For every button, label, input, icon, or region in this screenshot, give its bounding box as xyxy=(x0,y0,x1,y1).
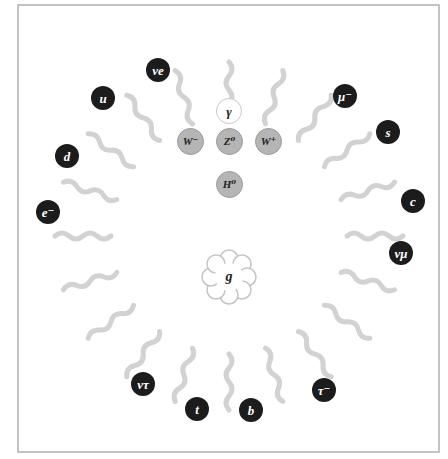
lepton-circle: τ⁻ xyxy=(312,378,336,402)
particle-symbol: τ⁻ xyxy=(318,384,331,397)
particle-symbol: γ xyxy=(226,105,231,118)
particle-symbol: c xyxy=(410,195,416,208)
boson-circle: W⁺ xyxy=(255,128,282,155)
lepton-circle: e⁻ xyxy=(36,200,60,224)
boson-circle: H⁰ xyxy=(216,171,243,198)
particle-symbol: νe xyxy=(152,64,164,77)
particle-symbol: W⁺ xyxy=(261,136,277,147)
particle-symbol: g xyxy=(226,270,233,284)
particle-symbol: s xyxy=(385,126,390,139)
particle-symbol: Z⁰ xyxy=(224,136,236,147)
particle-symbol: t xyxy=(195,403,199,416)
quark-circle: t xyxy=(185,397,209,421)
quark-circle: b xyxy=(239,398,263,422)
gluon-flower xyxy=(202,250,256,304)
quark-circle: c xyxy=(401,189,425,213)
lepton-circle: νμ xyxy=(389,241,413,265)
lepton-circle: μ⁻ xyxy=(333,84,357,108)
gluon-label: g xyxy=(217,265,241,289)
particle-symbol: W⁻ xyxy=(183,136,199,147)
frame xyxy=(18,5,439,452)
particle-symbol: b xyxy=(248,404,255,417)
particle-symbol: ντ xyxy=(137,378,149,391)
particle-symbol: μ⁻ xyxy=(338,90,352,103)
particle-symbol: νμ xyxy=(395,247,408,260)
lepton-circle: νe xyxy=(146,58,170,82)
particle-symbol: e⁻ xyxy=(42,206,55,219)
wavy-lines xyxy=(55,62,403,410)
lepton-circle: ντ xyxy=(131,372,155,396)
particle-symbol: u xyxy=(99,92,106,105)
boson-circle: γ xyxy=(216,98,242,124)
particle-symbol: H⁰ xyxy=(223,179,236,190)
quark-circle: d xyxy=(55,144,79,168)
boson-circle: W⁻ xyxy=(177,128,204,155)
quark-circle: s xyxy=(376,120,400,144)
boson-circle: Z⁰ xyxy=(216,128,243,155)
quark-circle: u xyxy=(91,86,115,110)
particle-symbol: d xyxy=(64,150,71,163)
